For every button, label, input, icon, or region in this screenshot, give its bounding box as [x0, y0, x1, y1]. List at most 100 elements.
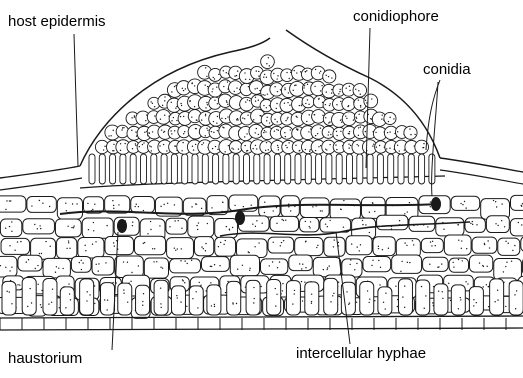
cytoplasm-dot — [96, 264, 97, 265]
palisade-cell — [305, 282, 319, 315]
cytoplasm-dot — [201, 208, 202, 209]
cytoplasm-dot — [256, 128, 257, 129]
cytoplasm-dot — [511, 260, 512, 261]
mesophyll-cell — [230, 255, 259, 276]
cytoplasm-dot — [326, 149, 327, 150]
cytoplasm-dot — [79, 262, 80, 263]
cytoplasm-dot — [5, 227, 6, 228]
cytoplasm-dot — [143, 142, 144, 143]
cytoplasm-dot — [104, 146, 105, 147]
cytoplasm-dot — [514, 294, 515, 295]
cytoplasm-dot — [123, 261, 124, 262]
cytoplasm-dot — [211, 131, 212, 132]
cytoplasm-dot — [217, 149, 218, 150]
cytoplasm-dot — [373, 143, 374, 144]
cytoplasm-dot — [39, 253, 40, 254]
cytoplasm-dot — [362, 224, 363, 225]
cytoplasm-dot — [226, 72, 227, 73]
cytoplasm-dot — [184, 282, 185, 283]
mesophyll-cell — [82, 218, 113, 238]
mesophyll-cell — [330, 199, 360, 220]
cytoplasm-dot — [123, 289, 124, 290]
cytoplasm-dot — [487, 240, 488, 241]
conidiophore — [254, 154, 260, 184]
cytoplasm-dot — [320, 71, 321, 72]
cytoplasm-dot — [227, 281, 228, 282]
cytoplasm-dot — [296, 117, 297, 118]
cytoplasm-dot — [159, 145, 160, 146]
cytoplasm-dot — [31, 302, 32, 303]
cytoplasm-dot — [321, 210, 322, 211]
leader-host-epidermis — [74, 34, 78, 166]
cytoplasm-dot — [234, 205, 235, 206]
cytoplasm-dot — [205, 114, 206, 115]
cytoplasm-dot — [379, 284, 380, 285]
mesophyll-cell — [270, 216, 299, 231]
cytoplasm-dot — [218, 74, 219, 75]
mesophyll-cell — [346, 236, 372, 255]
mesophyll-cell — [436, 218, 464, 236]
cytoplasm-dot — [302, 300, 303, 301]
cytoplasm-dot — [252, 224, 253, 225]
palisade-cell — [22, 278, 36, 315]
conidiophore — [336, 154, 342, 184]
cytoplasm-dot — [277, 121, 278, 122]
cytoplasm-dot — [272, 261, 273, 262]
cytoplasm-dot — [93, 230, 94, 231]
cytoplasm-dot — [253, 302, 254, 303]
cytoplasm-dot — [336, 104, 337, 105]
cytoplasm-dot — [163, 132, 164, 133]
cytoplasm-dot — [294, 70, 295, 71]
palisade-cell — [246, 280, 260, 315]
cytoplasm-dot — [340, 119, 341, 120]
cytoplasm-dot — [311, 301, 312, 302]
cytoplasm-dot — [323, 269, 324, 270]
cytoplasm-dot — [9, 200, 10, 201]
cytoplasm-dot — [301, 281, 302, 282]
cytoplasm-dot — [497, 299, 498, 300]
conidiophore — [120, 154, 126, 184]
cytoplasm-dot — [458, 308, 459, 309]
epidermis-outline-left — [0, 166, 80, 178]
cytoplasm-dot — [242, 117, 243, 118]
mesophyll-cell — [1, 238, 30, 254]
conidium — [261, 55, 275, 69]
cytoplasm-dot — [249, 268, 250, 269]
cytoplasm-dot — [256, 70, 257, 71]
cytoplasm-dot — [357, 246, 358, 247]
cytoplasm-dot — [336, 131, 337, 132]
cytoplasm-dot — [113, 208, 114, 209]
cytoplasm-dot — [40, 304, 41, 305]
cytoplasm-dot — [49, 206, 50, 207]
lower-epidermis-top — [0, 316, 523, 318]
cytoplasm-dot — [412, 240, 413, 241]
cytoplasm-dot — [181, 150, 182, 151]
cytoplasm-dot — [68, 242, 69, 243]
mesophyll-cell — [27, 196, 56, 212]
cytoplasm-dot — [315, 150, 316, 151]
cytoplasm-dot — [346, 118, 347, 119]
cytoplasm-dot — [258, 75, 259, 76]
cytoplasm-dot — [486, 284, 487, 285]
mesophyll-cell — [486, 216, 509, 233]
cytoplasm-dot — [166, 150, 167, 151]
cytoplasm-dot — [432, 241, 433, 242]
cytoplasm-dot — [217, 130, 218, 131]
cytoplasm-dot — [189, 100, 190, 101]
cytoplasm-dot — [253, 287, 254, 288]
cytoplasm-dot — [268, 149, 269, 150]
cytoplasm-dot — [425, 295, 426, 296]
cytoplasm-dot — [460, 203, 461, 204]
cytoplasm-dot — [327, 226, 328, 227]
cytoplasm-dot — [460, 297, 461, 298]
cytoplasm-dot — [197, 307, 198, 308]
cytoplasm-dot — [397, 131, 398, 132]
cytoplasm-dot — [380, 267, 381, 268]
cytoplasm-dot — [238, 148, 239, 149]
cytoplasm-dot — [289, 105, 290, 106]
cytoplasm-dot — [354, 269, 355, 270]
cytoplasm-dot — [52, 288, 53, 289]
cytoplasm-dot — [6, 200, 7, 201]
cytoplasm-dot — [169, 226, 170, 227]
cytoplasm-dot — [464, 201, 465, 202]
